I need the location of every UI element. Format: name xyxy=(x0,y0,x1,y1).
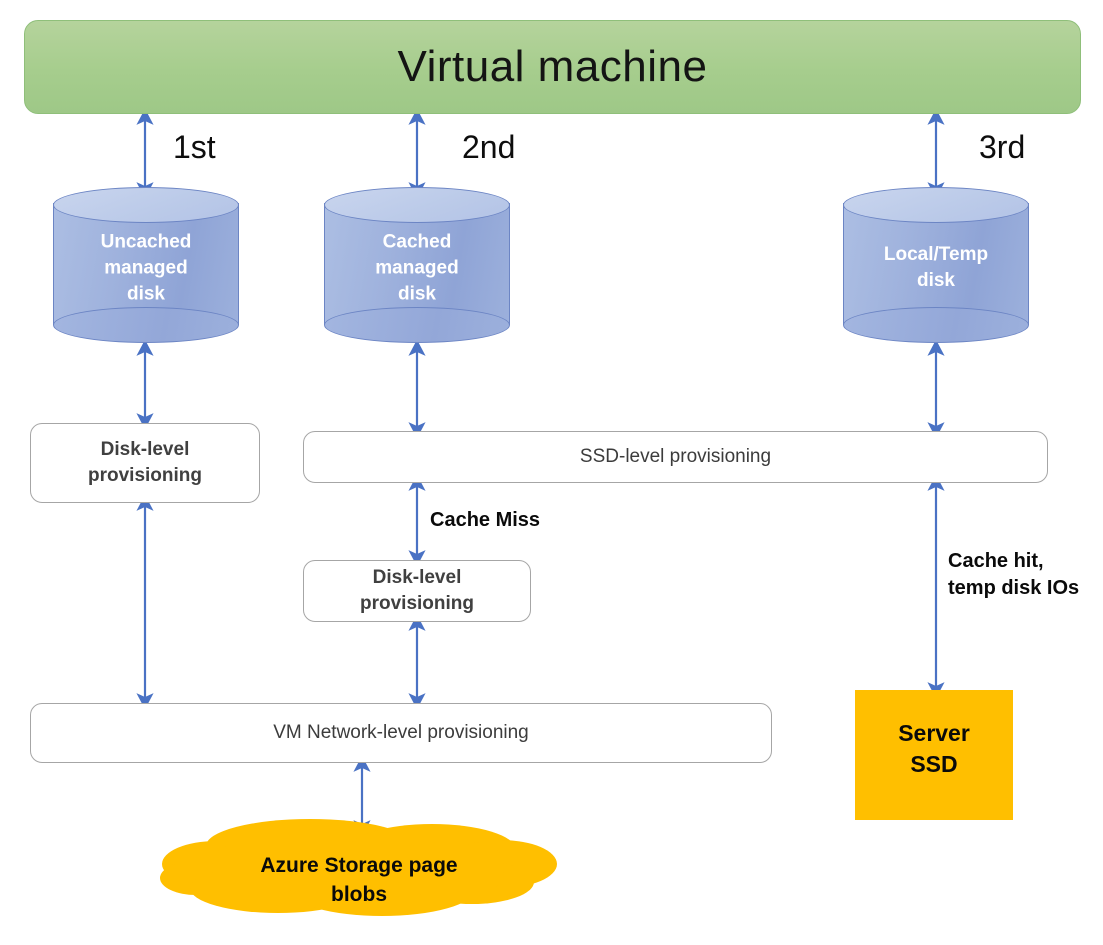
disk-cached-managed-label: Cached managed disk xyxy=(375,231,459,304)
box-ssd-level-provisioning-label: SSD-level provisioning xyxy=(579,445,772,467)
cloud-azure-storage-page-blobs: Azure Storage page blobs xyxy=(160,816,558,916)
cylinder-body xyxy=(53,203,239,325)
ordinal-label-2nd: 2nd xyxy=(462,129,516,165)
cloud-shape-icon xyxy=(160,819,557,916)
cylinder-top-ellipse xyxy=(843,187,1029,223)
box-server-ssd: Server SSD xyxy=(855,690,1013,820)
box-vm-network-level-provisioning: VM Network-level provisioning xyxy=(30,703,772,763)
edge-label-cache-miss: Cache Miss xyxy=(430,509,541,531)
page-title: Virtual machine xyxy=(397,42,708,91)
cylinder-bottom-ellipse xyxy=(324,307,510,343)
cylinder-body xyxy=(843,203,1029,325)
ordinal-label-3rd: 3rd xyxy=(979,129,1026,165)
disk-local-temp-label: Local/Temp disk xyxy=(883,244,989,291)
box-vm-network-level-provisioning-label: VM Network-level provisioning xyxy=(273,721,529,743)
cylinder-bottom-ellipse xyxy=(843,307,1029,343)
box-server-ssd-label: Server SSD xyxy=(898,720,970,777)
box-disk-level-provisioning-left-label: Disk-level provisioning xyxy=(88,438,202,486)
cloud-azure-storage-page-blobs-label: Azure Storage page blobs xyxy=(260,854,458,906)
box-disk-level-provisioning-middle-label: Disk-level provisioning xyxy=(360,566,474,614)
box-ssd-level-provisioning: SSD-level provisioning xyxy=(303,431,1048,483)
cylinder-top-ellipse xyxy=(53,187,239,223)
cylinder-bottom-ellipse xyxy=(53,307,239,343)
disk-cached-managed: Cached managed disk xyxy=(324,187,510,343)
box-disk-level-provisioning-left: Disk-level provisioning xyxy=(30,423,260,503)
disk-local-temp: Local/Temp disk xyxy=(843,187,1029,343)
edge-label-cache-hit: Cache hit, temp disk IOs xyxy=(948,550,1080,599)
cylinder-body xyxy=(324,203,510,325)
disk-uncached-managed-label: Uncached managed disk xyxy=(100,231,192,304)
ordinal-label-1st: 1st xyxy=(173,129,216,165)
virtual-machine-banner: Virtual machine xyxy=(24,20,1081,114)
cylinder-top-ellipse xyxy=(324,187,510,223)
box-disk-level-provisioning-middle: Disk-level provisioning xyxy=(303,560,531,622)
disk-uncached-managed: Uncached managed disk xyxy=(53,187,239,343)
